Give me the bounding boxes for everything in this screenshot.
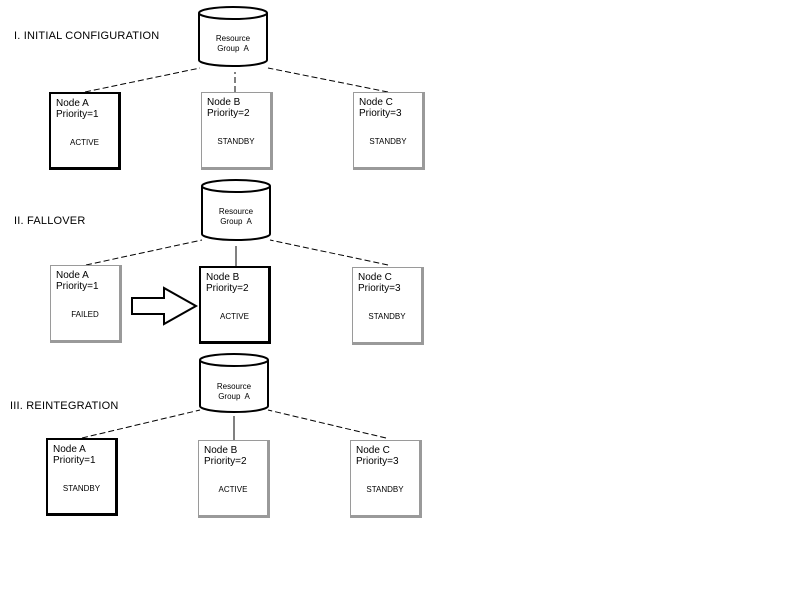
node-priority: Priority=1 xyxy=(56,281,99,292)
resource-group-cylinder xyxy=(199,353,269,413)
connector-line xyxy=(269,239,389,266)
resource-group-label: Resource Group A xyxy=(218,207,254,226)
node-priority: Priority=2 xyxy=(206,283,249,294)
node-state: FAILED xyxy=(71,310,99,319)
resource-group-label: Resource Group A xyxy=(216,382,252,401)
node-state: ACTIVE xyxy=(220,312,249,321)
node-state: STANDBY xyxy=(366,485,404,494)
node-a-box: Node A Priority=1 ACTIVE xyxy=(49,92,121,170)
node-priority: Priority=1 xyxy=(56,109,99,120)
resource-group-cylinder xyxy=(201,179,271,241)
node-b-box: Node B Priority=2 ACTIVE xyxy=(198,440,270,518)
connector-line xyxy=(85,239,203,266)
node-priority: Priority=3 xyxy=(359,108,402,119)
fallover-arrow-icon xyxy=(131,286,199,326)
node-priority: Priority=2 xyxy=(207,108,250,119)
node-state: STANDBY xyxy=(217,137,255,146)
node-state: STANDBY xyxy=(369,137,407,146)
section-title-initial-configuration: I. INITIAL CONFIGURATION xyxy=(14,30,160,42)
node-priority: Priority=3 xyxy=(356,456,399,467)
node-priority: Priority=1 xyxy=(53,455,96,466)
node-name: Node C xyxy=(358,272,392,283)
node-name: Node B xyxy=(204,445,238,456)
node-state: STANDBY xyxy=(62,484,101,493)
node-name: Node A xyxy=(53,444,86,455)
node-name: Node B xyxy=(207,97,241,108)
section-title-reintegration: III. REINTEGRATION xyxy=(10,400,119,412)
node-priority: Priority=2 xyxy=(204,456,247,467)
node-name: Node A xyxy=(56,98,89,109)
node-name: Node B xyxy=(206,272,240,283)
resource-group-cylinder xyxy=(198,6,268,67)
section-title-fallover: II. FALLOVER xyxy=(14,215,86,227)
node-name: Node C xyxy=(356,445,390,456)
node-name: Node A xyxy=(56,270,89,281)
connector-line xyxy=(267,67,389,93)
node-priority: Priority=3 xyxy=(358,283,401,294)
node-a-box: Node A Priority=1 STANDBY xyxy=(46,438,118,516)
node-c-box: Node C Priority=3 STANDBY xyxy=(350,440,422,518)
node-c-box: Node C Priority=3 STANDBY xyxy=(352,267,424,345)
node-name: Node C xyxy=(359,97,393,108)
node-state: ACTIVE xyxy=(218,485,248,494)
connector-line xyxy=(81,409,201,439)
node-b-box: Node B Priority=2 STANDBY xyxy=(201,92,273,170)
resource-group-label: Resource Group A xyxy=(215,34,251,53)
node-c-box: Node C Priority=3 STANDBY xyxy=(353,92,425,170)
node-state: ACTIVE xyxy=(70,138,99,147)
connector-line xyxy=(267,409,387,439)
node-state: STANDBY xyxy=(368,312,406,321)
connector-line xyxy=(84,67,201,93)
node-b-box: Node B Priority=2 ACTIVE xyxy=(199,266,271,344)
node-a-box: Node A Priority=1 FAILED xyxy=(50,265,122,343)
